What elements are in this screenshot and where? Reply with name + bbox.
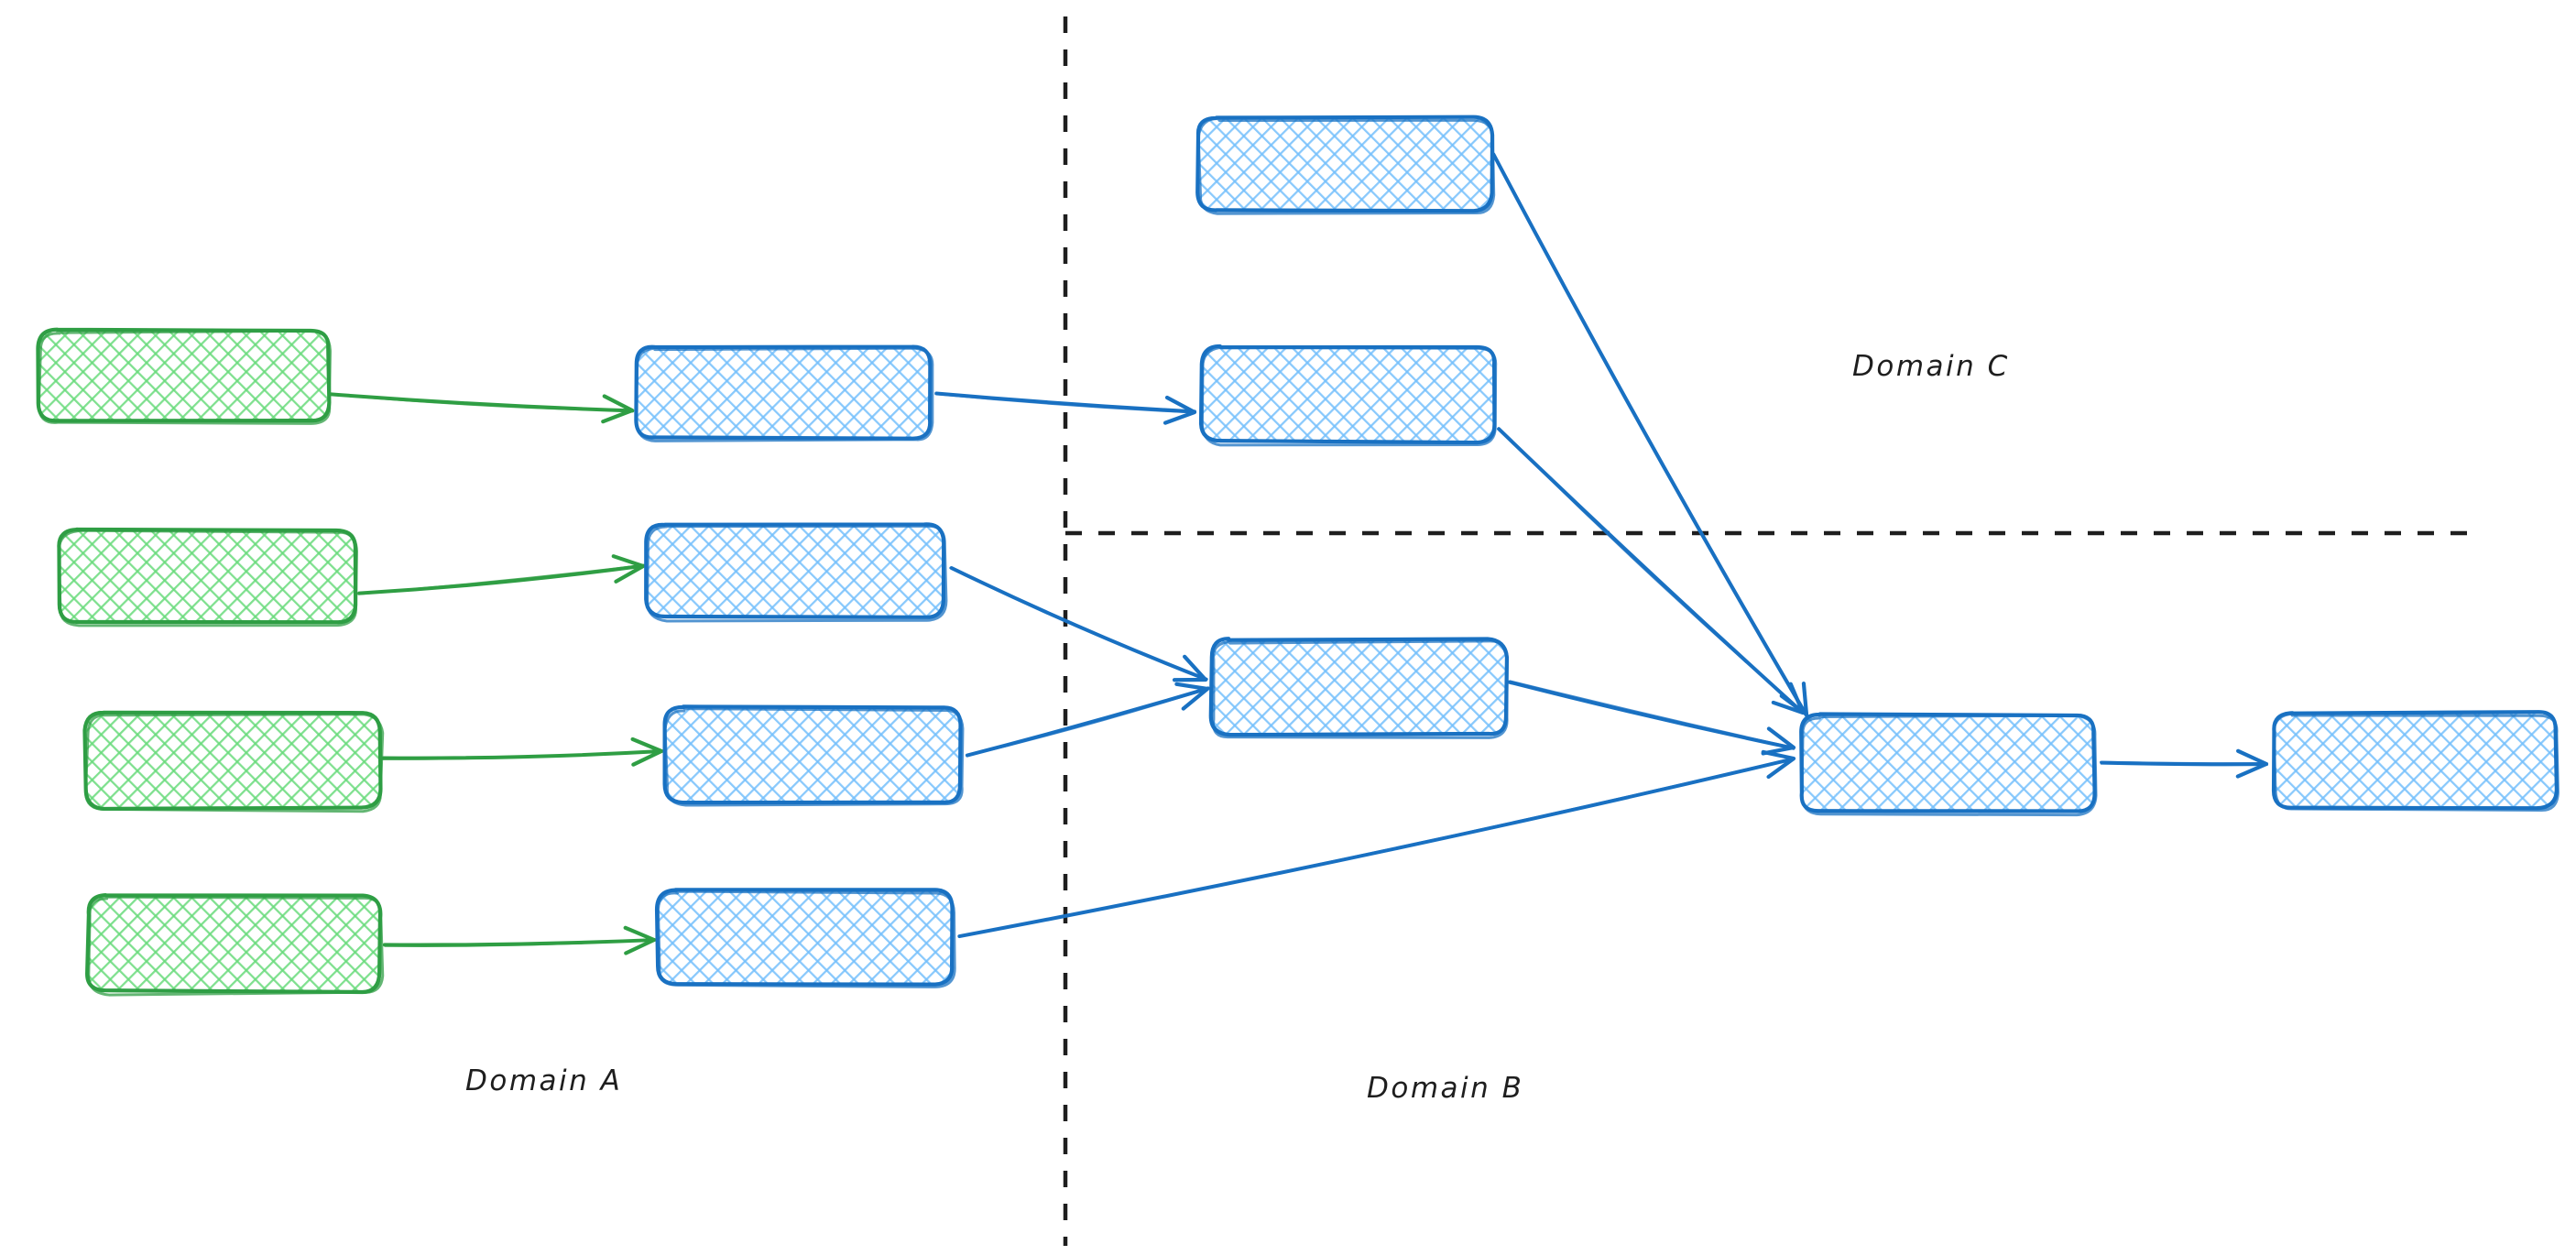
node-a3[interactable] <box>82 710 385 813</box>
edge-stroke <box>957 757 1796 939</box>
edge-stroke <box>959 757 1796 938</box>
edge-stroke <box>328 392 634 412</box>
edge-stroke <box>965 686 1210 758</box>
node-outline-second-pass <box>634 346 934 442</box>
edge-b3-c3[interactable] <box>965 682 1210 758</box>
node-outline-second-pass <box>87 895 385 997</box>
edge-stroke <box>1497 427 1805 714</box>
edge-arrowhead <box>611 554 646 584</box>
edge-d1-e1[interactable] <box>2099 748 2269 779</box>
node-c2[interactable] <box>1198 344 1498 447</box>
node-a1[interactable] <box>36 327 332 425</box>
edge-a1-b1[interactable] <box>327 392 635 424</box>
domain-label-layer: Domain A Domain B Domain C <box>465 350 2010 1105</box>
edge-stroke <box>1509 680 1796 749</box>
node-outline-second-pass <box>646 524 948 623</box>
label-domain-c: Domain C <box>1852 350 2010 383</box>
edge-a4-b4[interactable] <box>382 925 657 955</box>
edge-a3-b3[interactable] <box>381 737 664 767</box>
edge-stroke <box>934 392 1196 414</box>
edge-arrowhead <box>1162 395 1197 425</box>
edge-arrowhead <box>623 925 657 955</box>
node-fill-hatch-b <box>59 529 355 623</box>
edge-c1-d1[interactable] <box>1491 152 1809 717</box>
label-domain-b: Domain B <box>1367 1072 1523 1105</box>
edge-c2-d1[interactable] <box>1497 427 1806 715</box>
edge-stroke <box>384 938 656 947</box>
node-a4[interactable] <box>85 893 385 997</box>
edge-b1-c2[interactable] <box>934 391 1197 425</box>
node-fill-hatch-b <box>636 346 931 438</box>
node-c1[interactable] <box>1195 115 1496 215</box>
edge-c3-d1[interactable] <box>1507 680 1796 756</box>
divider-layer <box>1063 16 2473 1246</box>
edge-stroke <box>2099 760 2267 765</box>
edge-a2-b2[interactable] <box>357 554 646 595</box>
edge-stroke <box>966 687 1209 757</box>
node-outline-second-pass <box>1800 714 2098 817</box>
node-outline-second-pass <box>1200 345 1498 447</box>
node-b1[interactable] <box>634 344 934 442</box>
edge-layer <box>327 152 2269 955</box>
edge-stroke <box>934 391 1196 414</box>
edge-arrowhead <box>1761 749 1796 780</box>
node-outline-second-pass <box>37 329 332 425</box>
node-fill-hatch-b <box>88 896 380 991</box>
edge-arrowhead <box>1761 726 1796 756</box>
edge-stroke <box>949 566 1207 681</box>
node-outline-second-pass <box>2272 712 2560 812</box>
node-outline-second-pass <box>57 529 359 628</box>
node-c3[interactable] <box>1208 637 1510 739</box>
node-outline-second-pass <box>83 713 385 813</box>
edge-arrowhead <box>1172 654 1208 682</box>
node-outline-second-pass <box>1212 639 1509 739</box>
node-b2[interactable] <box>644 522 948 623</box>
node-fill-hatch-b <box>665 707 961 802</box>
edge-b4-d1[interactable] <box>957 749 1796 939</box>
edge-stroke <box>1497 427 1805 715</box>
node-fill-hatch-b <box>85 713 380 808</box>
node-outline-second-pass <box>656 889 956 988</box>
node-layer <box>36 115 2560 997</box>
edge-arrowhead <box>1771 682 1806 715</box>
edge-arrowhead <box>1174 682 1210 711</box>
node-d1[interactable] <box>1799 712 2098 817</box>
node-fill-hatch-b <box>1211 639 1506 735</box>
node-a2[interactable] <box>57 527 359 628</box>
node-e1[interactable] <box>2271 710 2560 812</box>
node-b3[interactable] <box>662 704 965 807</box>
node-fill-hatch-b <box>38 330 329 421</box>
node-b4[interactable] <box>654 888 956 988</box>
edge-stroke <box>327 392 635 413</box>
edge-arrowhead <box>601 394 635 424</box>
edge-stroke <box>357 564 644 595</box>
edge-arrowhead <box>2235 748 2269 779</box>
edge-b2-c3[interactable] <box>949 566 1208 682</box>
edge-stroke <box>381 749 662 760</box>
edge-arrowhead <box>630 737 664 767</box>
node-fill-hatch-b <box>647 524 944 617</box>
edge-stroke <box>1492 152 1808 716</box>
node-fill-hatch-b <box>2274 713 2556 808</box>
node-outline-second-pass <box>1196 117 1496 215</box>
node-fill-hatch-b <box>1801 715 2094 812</box>
node-fill-hatch-b <box>658 890 953 984</box>
node-outline-second-pass <box>663 707 965 807</box>
label-domain-a: Domain A <box>465 1064 622 1097</box>
node-fill-hatch-b <box>1198 117 1491 211</box>
node-fill-hatch-b <box>1202 346 1495 442</box>
